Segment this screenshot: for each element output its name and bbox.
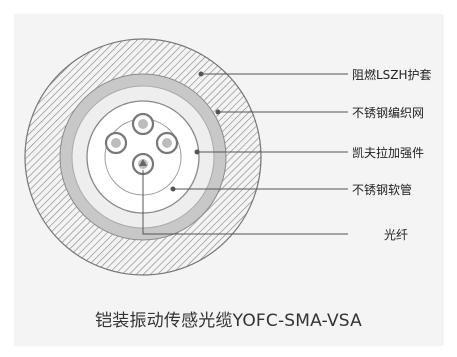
fiber-bottom (131, 152, 155, 176)
fiber-right (155, 131, 179, 155)
label-kevlar: 凯夫拉加强件 (352, 146, 425, 160)
fiber-top (131, 112, 155, 136)
leader-line-tube (170, 186, 348, 192)
fiber-left (104, 131, 128, 155)
leader-line-braid (215, 109, 348, 115)
leader-line-kevlar (194, 149, 348, 155)
label-fiber: 光纤 (384, 228, 409, 242)
label-lszh-jacket: 阻燃LSZH护套 (352, 68, 432, 82)
diagram-caption: 铠装振动传感光缆YOFC-SMA-VSA (95, 311, 362, 331)
leader-line-jacket (198, 71, 348, 77)
label-steel-braid: 不锈钢编织网 (352, 106, 425, 120)
leader-line-fiber (142, 170, 348, 235)
label-steel-tube: 不锈钢软管 (352, 183, 413, 197)
